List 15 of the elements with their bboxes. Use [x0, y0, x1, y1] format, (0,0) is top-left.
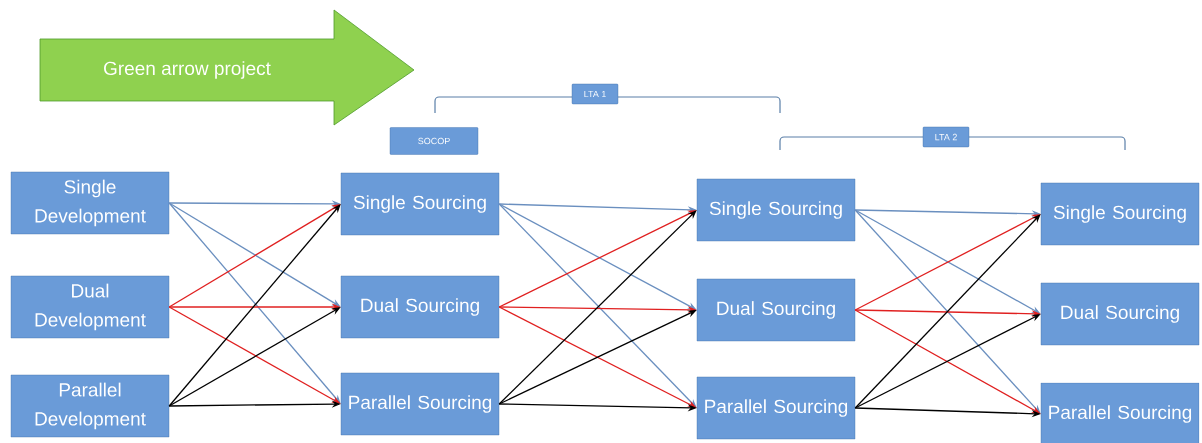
- label-box: LTA 1: [571, 83, 619, 105]
- label-box: SOCOP: [389, 127, 479, 155]
- process-box: Dual Sourcing: [340, 275, 500, 339]
- process-box: Parallel Development: [10, 374, 170, 438]
- process-box: Parallel Sourcing: [1040, 382, 1200, 443]
- process-box: Single Sourcing: [696, 178, 856, 242]
- process-box: Dual Sourcing: [1040, 282, 1200, 346]
- process-box: Dual Development: [10, 275, 170, 339]
- process-box: Single Sourcing: [340, 172, 500, 236]
- label-box: LTA 2: [922, 126, 970, 148]
- process-box: Dual Sourcing: [696, 278, 856, 342]
- process-box: Single Development: [10, 171, 170, 235]
- process-box: Parallel Sourcing: [340, 372, 500, 436]
- process-box: Single Sourcing: [1040, 182, 1200, 246]
- process-box: Parallel Sourcing: [696, 376, 856, 440]
